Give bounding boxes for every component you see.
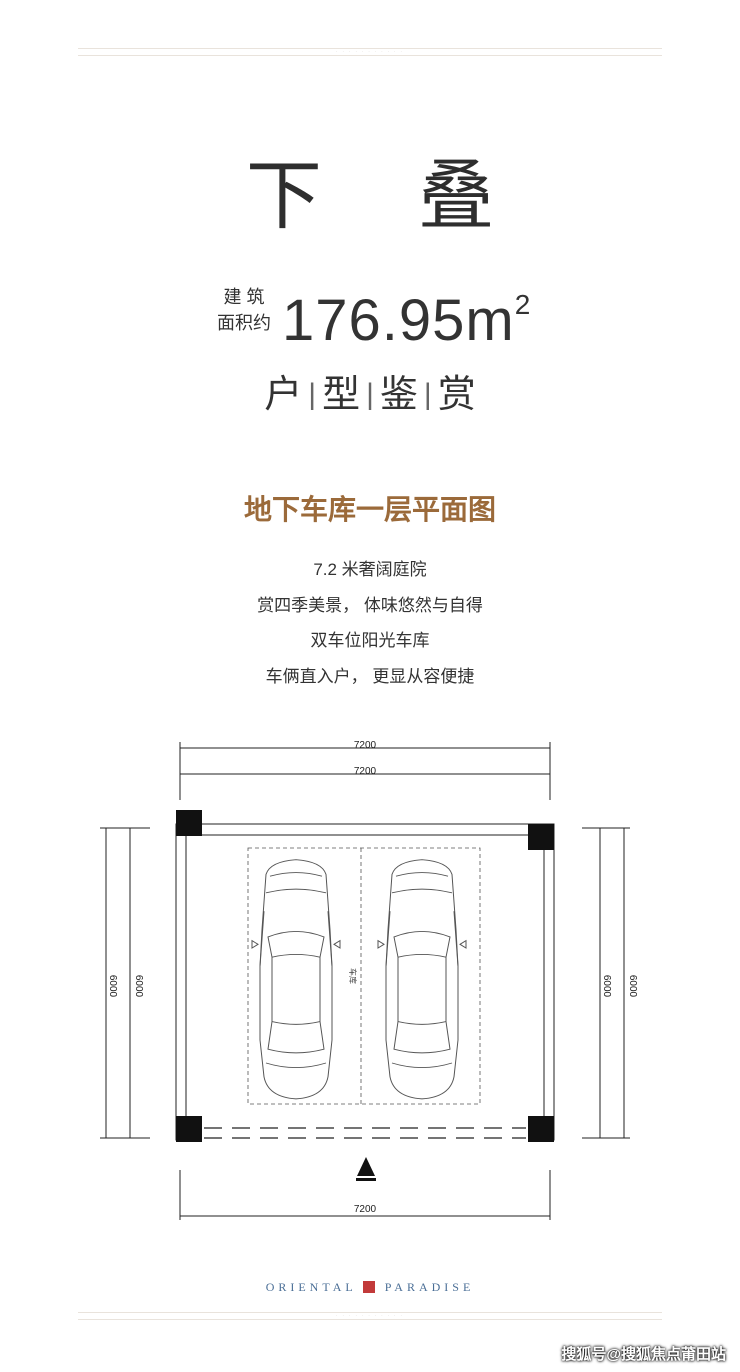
car-left	[251, 859, 341, 1100]
garage-floor-plan: 7200 7200 6000 6000 6000 6000 车库	[100, 740, 638, 1220]
garage-walls	[175, 823, 555, 1141]
area-label: 建 筑 面积约	[208, 284, 280, 336]
dim-top-inner-label: 7200	[354, 766, 377, 777]
area-value: 176.95m2	[282, 270, 531, 356]
subtitle-word-2: 型	[322, 374, 361, 416]
bottom-rule-ornament: · · · · · · · · · · ·	[336, 1313, 404, 1318]
area-label-line2: 面积约	[217, 313, 271, 333]
structural-columns	[176, 810, 554, 1142]
entry-arrow-icon	[357, 1157, 375, 1176]
page-title: 下 叠	[245, 151, 531, 240]
area-label-line1: 建 筑	[223, 287, 265, 307]
area-number: 176.95m	[282, 288, 515, 353]
dim-left-inner-label: 6000	[133, 975, 144, 998]
description-line-4: 车俩直入户， 更显从容便捷	[265, 666, 475, 686]
dim-right-inner-label: 6000	[601, 975, 612, 998]
description: 7.2 米奢阔庭院 赏四季美景， 体味悠然与自得 双车位阳光车库 车俩直入户， …	[0, 552, 740, 694]
subtitle: 户|型|鉴|赏	[0, 370, 740, 420]
subtitle-separator: |	[366, 378, 374, 411]
parking-spaces	[247, 847, 481, 1105]
section-title: 地下车库一层平面图	[243, 494, 496, 525]
brand-seal-icon	[362, 1281, 375, 1293]
dimension-right	[582, 827, 630, 1139]
top-rule-ornament: · · · · · · · · · · ·	[336, 49, 404, 54]
source-watermark: 搜狐号@搜狐焦点莆田站	[561, 1346, 726, 1363]
dim-left-outer-label: 6000	[107, 975, 118, 998]
dimension-left	[100, 827, 150, 1139]
dim-top-outer-label: 7200	[354, 740, 377, 751]
garage-door	[204, 1127, 526, 1139]
description-line-3: 双车位阳光车库	[310, 631, 430, 650]
description-line-2: 赏四季美景， 体味悠然与自得	[257, 595, 483, 615]
entry-arrow-base	[356, 1178, 376, 1181]
subtitle-word-1: 户	[264, 374, 303, 416]
brand-footer: ORIENTAL PARADISE	[0, 1278, 740, 1296]
parking-label: 车库	[348, 968, 358, 984]
bottom-decorative-rule: · · · · · · · · · · ·	[78, 1312, 662, 1320]
subtitle-separator: |	[308, 378, 317, 411]
dimension-top	[179, 742, 551, 800]
subtitle-word-4: 赏	[437, 374, 476, 416]
car-right	[377, 859, 467, 1100]
top-decorative-rule: · · · · · · · · · · ·	[78, 48, 662, 56]
subtitle-separator: |	[423, 378, 432, 411]
description-line-1: 7.2 米奢阔庭院	[313, 560, 427, 579]
dim-right-outer-label: 6000	[627, 975, 638, 998]
subtitle-word-3: 鉴	[379, 374, 418, 416]
dim-bottom-label: 7200	[354, 1204, 377, 1215]
brand-right-text: PARADISE	[384, 1280, 475, 1294]
dimension-bottom	[179, 1170, 551, 1220]
brand-left-text: ORIENTAL	[265, 1280, 357, 1294]
area-superscript: 2	[514, 289, 532, 320]
